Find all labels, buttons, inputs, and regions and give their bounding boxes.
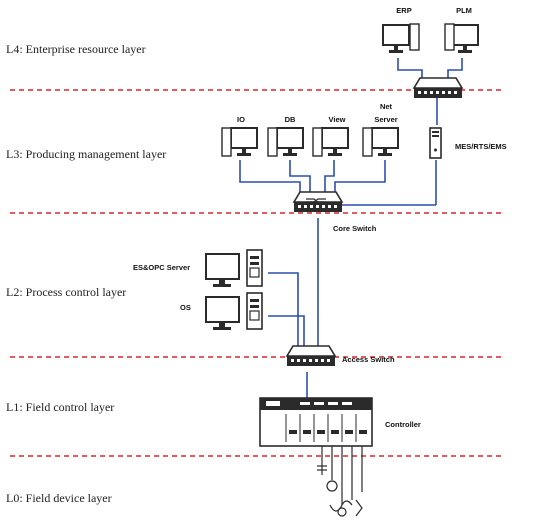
layer-label-l0: L0: Field device layer: [6, 491, 112, 505]
view-label: View: [328, 115, 346, 124]
view-workstation: [312, 127, 349, 157]
plm-workstation: [444, 23, 479, 54]
mes-label: MES/RTS/EMS: [455, 142, 507, 151]
plm-label: PLM: [456, 6, 472, 15]
core-switch-icon: [293, 191, 343, 213]
layer-label-l1: L1: Field control layer: [6, 400, 115, 414]
access-switch-label: Access Switch: [342, 355, 395, 364]
layer-label-l3: L3: Producing management layer: [6, 147, 167, 161]
erp-label: ERP: [396, 6, 412, 15]
db-label: DB: [284, 115, 296, 124]
net-server-workstation: [362, 127, 399, 157]
access-switch-icon: [286, 345, 336, 367]
os-label: OS: [180, 303, 191, 312]
top-switch: [413, 77, 463, 99]
layer-dividers: [10, 89, 505, 457]
core-switch-label: Core Switch: [333, 224, 377, 233]
es-opc-server: [205, 249, 263, 287]
field-devices: [317, 446, 363, 517]
db-workstation: [267, 127, 304, 157]
erp-workstation: [382, 23, 420, 54]
io-workstation: [221, 127, 258, 157]
io-label: IO: [237, 115, 245, 124]
net-server-label: Net Server: [374, 102, 398, 124]
layer-label-l2: L2: Process control layer: [6, 285, 127, 299]
mes-server-tower: [429, 127, 442, 159]
os-server: [205, 292, 263, 330]
network-links: [239, 58, 463, 398]
controller-rack: [259, 397, 373, 447]
layer-label-l4: L4: Enterprise resource layer: [6, 42, 146, 56]
es-opc-label: ES&OPC Server: [133, 263, 191, 272]
controller-label: Controller: [385, 420, 421, 429]
